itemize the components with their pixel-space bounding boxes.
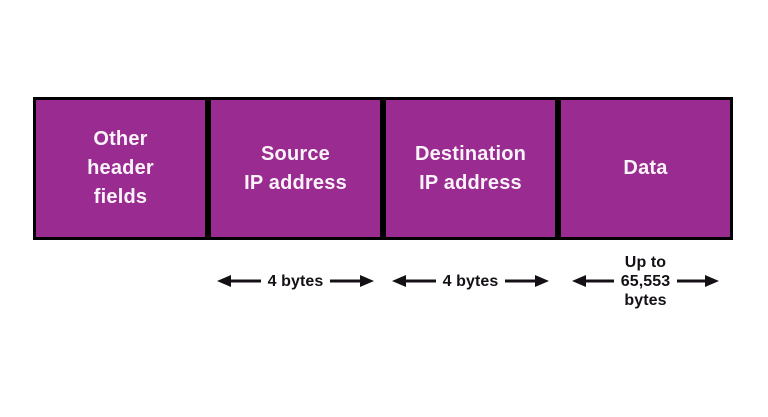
left-arrow-icon	[391, 275, 436, 287]
size-label-data: Up to 65,553 bytes	[620, 253, 671, 309]
packet-box-other-header-fields: Other header fields	[33, 97, 208, 240]
right-arrow-icon	[330, 275, 375, 287]
packet-box-data: Data	[558, 97, 733, 240]
packet-box-destination-ip-address: Destination IP address	[383, 97, 558, 240]
packet-boxes-row: Other header fields Source IP address De…	[33, 97, 733, 240]
box-label-source-ip-address: Source IP address	[244, 142, 347, 194]
left-arrow-icon	[216, 275, 261, 287]
size-annotation-destination-ip: 4 bytes	[383, 249, 558, 313]
size-label-destination-ip: 4 bytes	[442, 272, 499, 290]
right-arrow-icon	[677, 275, 720, 287]
packet-box-source-ip-address: Source IP address	[208, 97, 383, 240]
box-label-other-header-fields: Other header fields	[87, 128, 154, 208]
box-label-destination-ip-address: Destination IP address	[414, 142, 527, 194]
size-annotation-source-ip: 4 bytes	[208, 249, 383, 313]
size-annotation-data: Up to 65,553 bytes	[558, 249, 733, 313]
left-arrow-icon	[571, 275, 614, 287]
box-label-data: Data	[623, 157, 668, 179]
annotation-spacer	[33, 249, 208, 313]
size-annotations-row: 4 bytes 4 bytes Up to 65,553 bytes	[33, 249, 733, 313]
right-arrow-icon	[505, 275, 550, 287]
size-label-source-ip: 4 bytes	[267, 272, 324, 290]
